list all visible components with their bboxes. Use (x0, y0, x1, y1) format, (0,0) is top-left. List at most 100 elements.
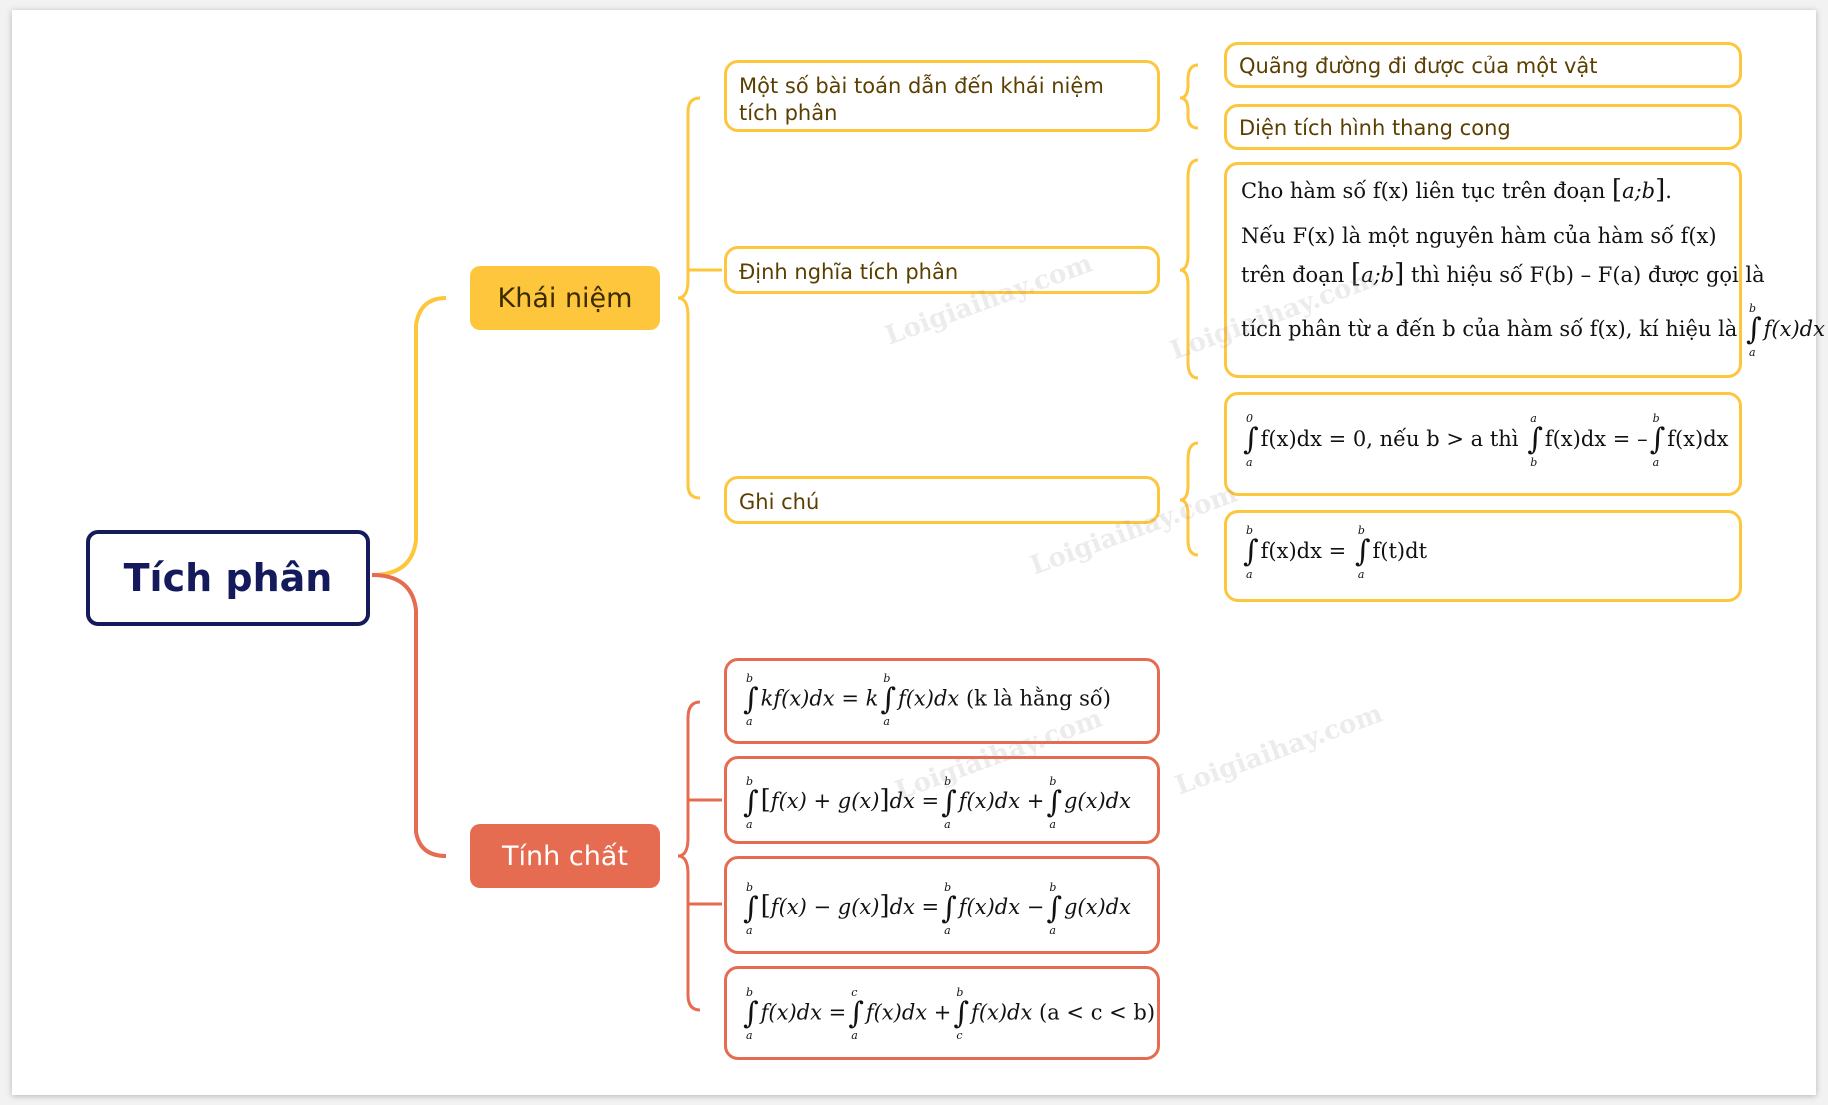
def-symbol: f(x)dx (1763, 317, 1825, 341)
integral-sign-icon: b∫a (743, 880, 759, 937)
bound-upper: 0 (1246, 412, 1253, 425)
note-2-expr-a: f(x)dx = (1260, 539, 1347, 563)
bound-lower: a (1357, 568, 1365, 581)
node-bai-toan[interactable]: Một số bài toán dẫn đến khái niệm tích p… (724, 60, 1160, 132)
integral-sign-icon: b∫a (743, 672, 759, 728)
bound-upper: b (746, 774, 754, 788)
bound-upper: b (1049, 774, 1057, 788)
connector-root-khai-niem (371, 296, 447, 577)
property-2-d: g(x)dx (1063, 789, 1131, 813)
integral-sign-icon: b∫a (743, 986, 759, 1042)
integral-sign-icon: b∫a (941, 880, 957, 937)
bound-lower: a (746, 923, 753, 937)
property-4-c: f(x)dx (971, 1000, 1033, 1025)
bound-upper: b (746, 672, 754, 685)
integral-sign-icon: b∫a (1354, 524, 1371, 581)
bound-upper: b (1652, 412, 1660, 425)
bound-lower: a (1652, 456, 1660, 469)
connector-tinh-chat-children (677, 700, 701, 1012)
note-1-expr-c: f(x)dx (1667, 427, 1729, 451)
leaf-definition[interactable]: Cho hàm số f(x) liên tục trên đoạn [a;b]… (1224, 162, 1825, 378)
property-4-b: f(x)dx + (865, 1000, 952, 1025)
integral-sign-icon: a∫b (1527, 412, 1543, 469)
interval-bracket-open: [ (1611, 175, 1623, 205)
def-line-4-text: tích phân từ a đến b của hàm số f(x), kí… (1241, 317, 1738, 341)
bound-upper: b (746, 880, 754, 894)
integral-sign-icon: b∫c (953, 986, 970, 1042)
def-line-3-start: trên đoạn (1241, 263, 1345, 287)
leaf-dien-tich[interactable]: Diện tích hình thang cong (1224, 104, 1742, 150)
bound-upper: b (1049, 880, 1057, 894)
bound-upper: c (851, 986, 858, 999)
note-2-expr-b: f(t)dt (1372, 539, 1428, 563)
bracket-open: [ (760, 891, 771, 921)
connector-ghi-chu-leaves (1179, 441, 1199, 557)
node-dinh-nghia[interactable]: Định nghĩa tích phân (724, 246, 1160, 294)
node-ghi-chu-label: Ghi chú (739, 490, 820, 514)
branch-tinh-chat[interactable]: Tính chất (470, 824, 660, 888)
interval-ab: a;b (1622, 179, 1656, 203)
leaf-quang-duong[interactable]: Quãng đường đi được của một vật (1224, 42, 1742, 88)
bound-lower: a (1246, 568, 1253, 581)
connector-root-tinh-chat (371, 573, 447, 858)
property-2-b: dx = (889, 789, 940, 813)
node-ghi-chu[interactable]: Ghi chú (724, 476, 1160, 524)
connector-bai-toan-leaves (1179, 63, 1199, 130)
bound-upper: b (883, 672, 891, 685)
bound-lower: a (944, 817, 951, 831)
root-node[interactable]: Tích phân (86, 530, 370, 626)
branch-khai-niem[interactable]: Khái niệm (470, 266, 660, 330)
bracket-close: ] (879, 785, 890, 815)
leaf-dien-tich-label: Diện tích hình thang cong (1239, 116, 1511, 140)
bound-upper: b (1246, 524, 1254, 537)
property-1-b: f(x)dx (897, 686, 960, 711)
connector-tinh-chat-mid (688, 798, 722, 906)
note-1-expr-b: f(x)dx = – (1544, 427, 1648, 451)
def-line-1-text: Cho hàm số f(x) liên tục trên đoạn (1241, 179, 1606, 203)
property-1-a: kf(x)dx = k (760, 686, 879, 711)
interval-bracket-close: ] (1655, 175, 1666, 205)
node-bai-toan-label: Một số bài toán dẫn đến khái niệm tích p… (739, 74, 1104, 125)
property-3-c: f(x)dx − (958, 895, 1045, 919)
bound-upper: a (1530, 412, 1537, 425)
integral-sign-icon: b∫a (743, 774, 759, 831)
note-1-cond: , nếu b > a thì (1366, 427, 1519, 451)
node-dinh-nghia-label: Định nghĩa tích phân (739, 260, 959, 284)
def-line-1-end: . (1665, 179, 1672, 203)
def-line-4: tích phân từ a đến b của hàm số f(x), kí… (1241, 302, 1825, 359)
bound-upper: b (944, 880, 952, 894)
leaf-quang-duong-label: Quãng đường đi được của một vật (1239, 54, 1598, 78)
def-line-3: trên đoạn [a;b] thì hiệu số F(b) – F(a) … (1241, 261, 1765, 289)
integral-sign-icon: b∫a (1046, 880, 1062, 937)
bound-lower: a (746, 817, 753, 831)
integral-sign-icon: b∫a (1243, 524, 1259, 581)
bound-lower: a (944, 923, 951, 937)
property-2-c: f(x)dx + (958, 789, 1045, 813)
interval-ab-2: a;b (1361, 263, 1395, 287)
bound-lower: a (883, 715, 890, 728)
branch-tinh-chat-label: Tính chất (502, 840, 628, 872)
property-3-d: g(x)dx (1063, 895, 1131, 919)
integral-sign-icon: b∫a (1746, 302, 1762, 359)
property-4-note: (a < c < b) (1039, 1000, 1156, 1025)
root-label: Tích phân (123, 556, 333, 600)
bound-lower: a (1049, 817, 1056, 831)
bracket-close: ] (879, 891, 890, 921)
bound-lower: a (1049, 923, 1056, 937)
integral-sign-icon: b∫a (1649, 412, 1666, 469)
note-1-expr-a: f(x)dx = 0 (1260, 427, 1367, 451)
bound-upper: b (956, 986, 964, 999)
interval-bracket-close-2: ] (1394, 259, 1405, 289)
def-line-1: Cho hàm số f(x) liên tục trên đoạn [a;b]… (1241, 177, 1672, 205)
